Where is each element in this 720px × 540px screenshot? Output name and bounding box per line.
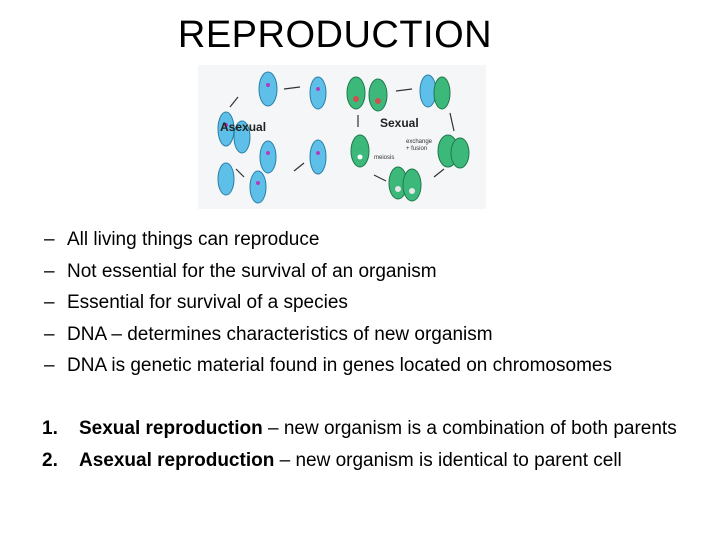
numbered-item: 2. Asexual reproduction – new organism is…	[42, 449, 719, 473]
blue-cell	[259, 140, 277, 174]
green-cell	[346, 76, 366, 110]
reproduction-diagram: Asexual Sexual exchange + fusion meiosis	[198, 65, 486, 209]
bullet-item: –DNA is genetic material found in genes …	[44, 354, 612, 386]
blue-cell	[249, 170, 267, 204]
blue-cell	[258, 71, 278, 107]
green-cell	[350, 134, 370, 168]
green-cell	[433, 76, 451, 110]
fusion-label: + fusion	[406, 146, 427, 152]
blue-cell	[309, 139, 327, 175]
green-cell	[368, 78, 388, 112]
bullet-dash: –	[44, 355, 55, 376]
bullet-dash: –	[44, 292, 55, 313]
numbered-item: 1. Sexual reproduction – new organism is …	[42, 417, 719, 441]
blue-cell	[217, 162, 235, 196]
item-description: – new organism is identical to parent ce…	[274, 450, 622, 471]
meiosis-label: meiosis	[374, 155, 394, 161]
exchange-label: exchange	[406, 139, 433, 145]
green-cell	[402, 168, 422, 202]
bullet-text: Essential for survival of a species	[67, 292, 348, 313]
item-number: 1.	[42, 418, 58, 439]
bullet-item: –Not essential for the survival of an or…	[44, 260, 612, 292]
item-description: – new organism is a combination of both …	[262, 418, 677, 439]
blue-cell	[309, 76, 327, 110]
bullet-text: Not essential for the survival of an org…	[67, 260, 437, 282]
item-term: Asexual reproduction	[79, 450, 275, 471]
bullet-dash: –	[44, 260, 55, 282]
sexual-label: Sexual	[380, 116, 419, 130]
bullet-dash: –	[44, 323, 55, 345]
bullet-dash: –	[44, 229, 55, 250]
bullet-item: –Essential for survival of a species	[44, 291, 612, 323]
blue-cell	[233, 120, 251, 154]
slide-title: REPRODUCTION	[177, 14, 493, 56]
bullet-item: –DNA – determines characteristics of new…	[44, 323, 612, 355]
sexual-cycle: Sexual exchange + fusion meiosis	[346, 74, 470, 202]
bullet-text: All living things can reproduce	[67, 229, 320, 250]
bullet-list: –All living things can reproduce –Not es…	[44, 228, 612, 386]
asexual-cycle: Asexual	[217, 71, 327, 204]
item-term: Sexual reproduction	[79, 418, 263, 439]
bullet-item: –All living things can reproduce	[44, 228, 612, 260]
bullet-text: DNA is genetic material found in genes l…	[67, 355, 612, 376]
green-cell	[450, 137, 470, 169]
blue-cell	[217, 111, 235, 147]
item-number: 2.	[42, 450, 58, 471]
asexual-label: Asexual	[220, 120, 266, 134]
bullet-text: DNA – determines characteristics of new …	[67, 323, 493, 345]
numbered-list: 1. Sexual reproduction – new organism is …	[42, 417, 719, 481]
